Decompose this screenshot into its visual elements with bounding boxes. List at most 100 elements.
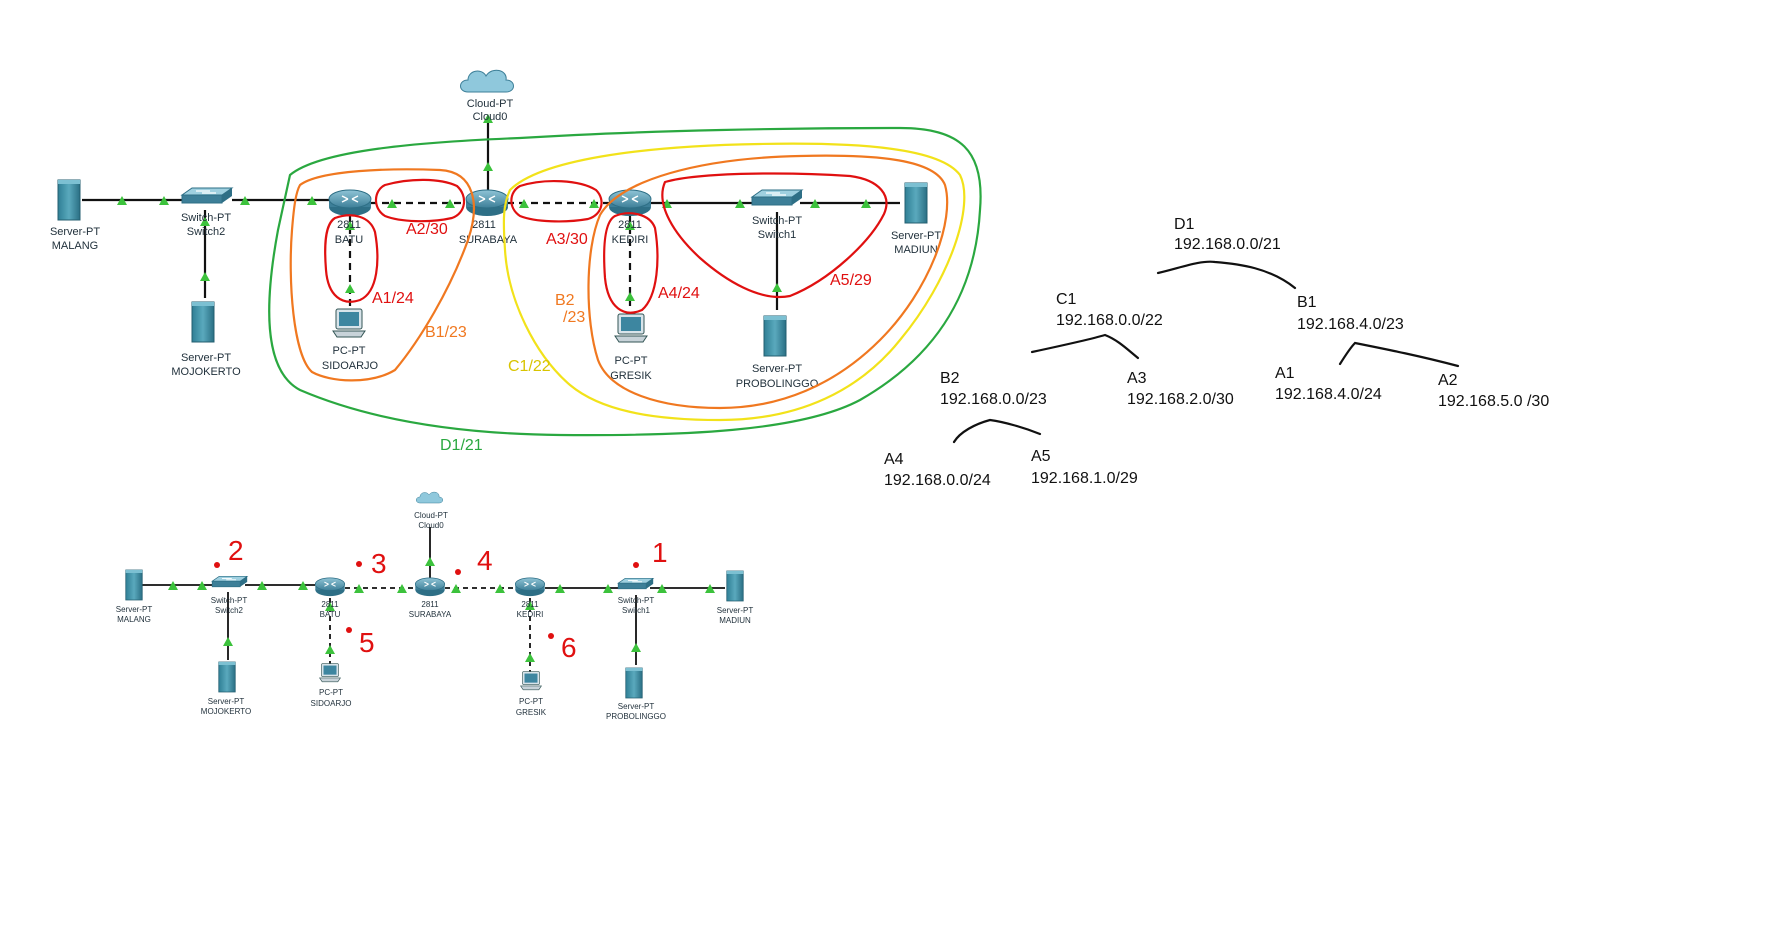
- tree-node-a4-name: A4: [884, 451, 904, 468]
- bottom-server-madiun[interactable]: Server-PT MADIUN: [717, 570, 754, 625]
- annotation-b1: B1/23: [425, 324, 467, 341]
- server-icon: [125, 569, 143, 601]
- tree-node-a3-network: 192.168.2.0/30: [1127, 391, 1234, 408]
- switch-icon: [181, 187, 233, 204]
- router-icon: [328, 189, 372, 217]
- tree-node-b2-network: 192.168.0.0/23: [940, 391, 1047, 408]
- enclosure-a2: [374, 178, 466, 223]
- device-type-label: Server-PT: [181, 352, 231, 364]
- bottom-router-kediri[interactable]: 2811 KEDIRI: [514, 577, 546, 619]
- cloud-icon: [416, 491, 443, 504]
- enclosure-a4: [603, 212, 659, 314]
- marker-dot: [214, 562, 220, 568]
- top-pc-gresik[interactable]: PC-PT GRESIK: [610, 313, 652, 382]
- bottom-pc-gresik[interactable]: PC-PT GRESIK: [516, 671, 547, 717]
- device-type-label: Switch-PT: [211, 596, 248, 605]
- marker-number-2: 2: [228, 535, 244, 566]
- annotation-a4: A4/24: [658, 285, 700, 302]
- annotation-b2-prefix: /23: [563, 309, 585, 326]
- annotation-a2: A2/30: [406, 221, 448, 238]
- top-cloud[interactable]: Cloud-PT Cloud0: [460, 69, 514, 123]
- router-icon: [514, 577, 546, 597]
- marker-dot: [548, 633, 554, 639]
- device-model-label: 2811: [337, 219, 361, 231]
- branch-b2: [952, 418, 1042, 444]
- switch-icon: [751, 189, 803, 206]
- device-type-label: Server-PT: [50, 226, 100, 238]
- enclosure-b1: [289, 168, 475, 382]
- device-name-label: SIDOARJO: [322, 360, 379, 372]
- marker-number-4: 4: [477, 545, 493, 576]
- tree-node-b2-name: B2: [940, 370, 960, 387]
- device-type-label: Switch-PT: [752, 215, 802, 227]
- bottom-pc-sidoarjo[interactable]: PC-PT SIDOARJO: [311, 663, 352, 708]
- bottom-numbered-markers: 2 3 4 1 5 6: [214, 535, 668, 663]
- device-name-label: Switch1: [758, 229, 797, 241]
- device-name-label: Cloud0: [473, 111, 508, 123]
- device-name-label: BATU: [335, 234, 364, 246]
- device-name-label: KEDIRI: [517, 610, 544, 619]
- device-name-label: MALANG: [52, 240, 98, 252]
- server-icon: [625, 667, 643, 699]
- device-type-label: PC-PT: [519, 697, 543, 706]
- marker-dot: [356, 561, 362, 567]
- tree-node-d1-network: 192.168.0.0/21: [1174, 236, 1281, 253]
- bottom-router-batu[interactable]: 2811 BATU: [314, 577, 346, 619]
- top-server-probolinggo[interactable]: Server-PT PROBOLINGGO: [736, 315, 819, 390]
- enclosure-a1: [324, 214, 379, 303]
- tree-node-a2-name: A2: [1438, 372, 1458, 389]
- branch-d1: [1156, 260, 1297, 290]
- top-switch2[interactable]: Switch-PT Switch2: [181, 187, 233, 238]
- bottom-server-malang[interactable]: Server-PT MALANG: [116, 569, 153, 624]
- annotation-c1: C1/22: [508, 358, 551, 375]
- annotation-a3: A3/30: [546, 231, 588, 248]
- device-type-label: Server-PT: [717, 606, 754, 615]
- top-router-batu[interactable]: 2811 BATU: [328, 189, 372, 246]
- marker-dot: [633, 562, 639, 568]
- device-model-label: 2811: [521, 600, 539, 609]
- subnet-enclosures: [268, 126, 982, 437]
- bottom-cloud[interactable]: Cloud-PT Cloud0: [414, 491, 448, 530]
- router-icon: [314, 577, 346, 597]
- bottom-switch2[interactable]: Switch-PT Switch2: [211, 575, 248, 615]
- tree-node-a3-name: A3: [1127, 370, 1147, 387]
- device-type-label: Server-PT: [208, 697, 245, 706]
- device-name-label: GRESIK: [516, 708, 547, 717]
- router-icon: [414, 577, 446, 597]
- enclosure-c1: [502, 142, 966, 422]
- device-name-label: Switch2: [187, 226, 226, 238]
- bottom-router-surabaya[interactable]: 2811 SURABAYA: [409, 577, 452, 619]
- switch-icon: [617, 577, 654, 590]
- device-model-label: 2811: [421, 600, 439, 609]
- device-name-label: MOJOKERTO: [171, 366, 241, 378]
- bottom-server-probolinggo[interactable]: Server-PT PROBOLINGGO: [606, 667, 666, 721]
- top-switch1[interactable]: Switch-PT Switch1: [751, 189, 803, 241]
- bottom-server-mojokerto[interactable]: Server-PT MOJOKERTO: [201, 661, 251, 716]
- enclosure-a5: [661, 172, 888, 299]
- top-server-malang[interactable]: Server-PT MALANG: [50, 179, 100, 252]
- bottom-switch1[interactable]: Switch-PT Switch1: [617, 577, 655, 615]
- top-server-mojokerto[interactable]: Server-PT MOJOKERTO: [171, 301, 241, 378]
- tree-node-a5-network: 192.168.1.0/29: [1031, 470, 1138, 487]
- tree-node-a1-network: 192.168.4.0/24: [1275, 386, 1382, 403]
- top-router-kediri[interactable]: 2811 KEDIRI: [608, 189, 652, 246]
- top-pc-sidoarjo[interactable]: PC-PT SIDOARJO: [322, 308, 379, 372]
- device-type-label: PC-PT: [319, 688, 343, 697]
- device-type-label: Cloud-PT: [467, 98, 514, 110]
- annotation-b2: B2: [555, 292, 575, 309]
- marker-number-1: 1: [652, 537, 668, 568]
- top-topology: Cloud-PT Cloud0 Server-PT MALANG Switch-…: [50, 69, 982, 454]
- device-name-label: Cloud0: [418, 521, 444, 530]
- device-name-label: PROBOLINGGO: [606, 712, 666, 721]
- top-server-madiun[interactable]: Server-PT MADIUN: [891, 182, 941, 256]
- tree-node-d1-name: D1: [1174, 216, 1195, 233]
- marker-number-6: 6: [561, 632, 577, 663]
- pc-icon: [332, 308, 366, 338]
- branch-b1: [1338, 341, 1460, 368]
- tree-node-a4-network: 192.168.0.0/24: [884, 472, 991, 489]
- device-name-label: MADIUN: [719, 616, 751, 625]
- switch-icon: [211, 575, 248, 588]
- device-type-label: Server-PT: [752, 363, 802, 375]
- top-router-surabaya[interactable]: 2811 SURABAYA: [459, 189, 518, 246]
- tree-node-c1-name: C1: [1056, 291, 1077, 308]
